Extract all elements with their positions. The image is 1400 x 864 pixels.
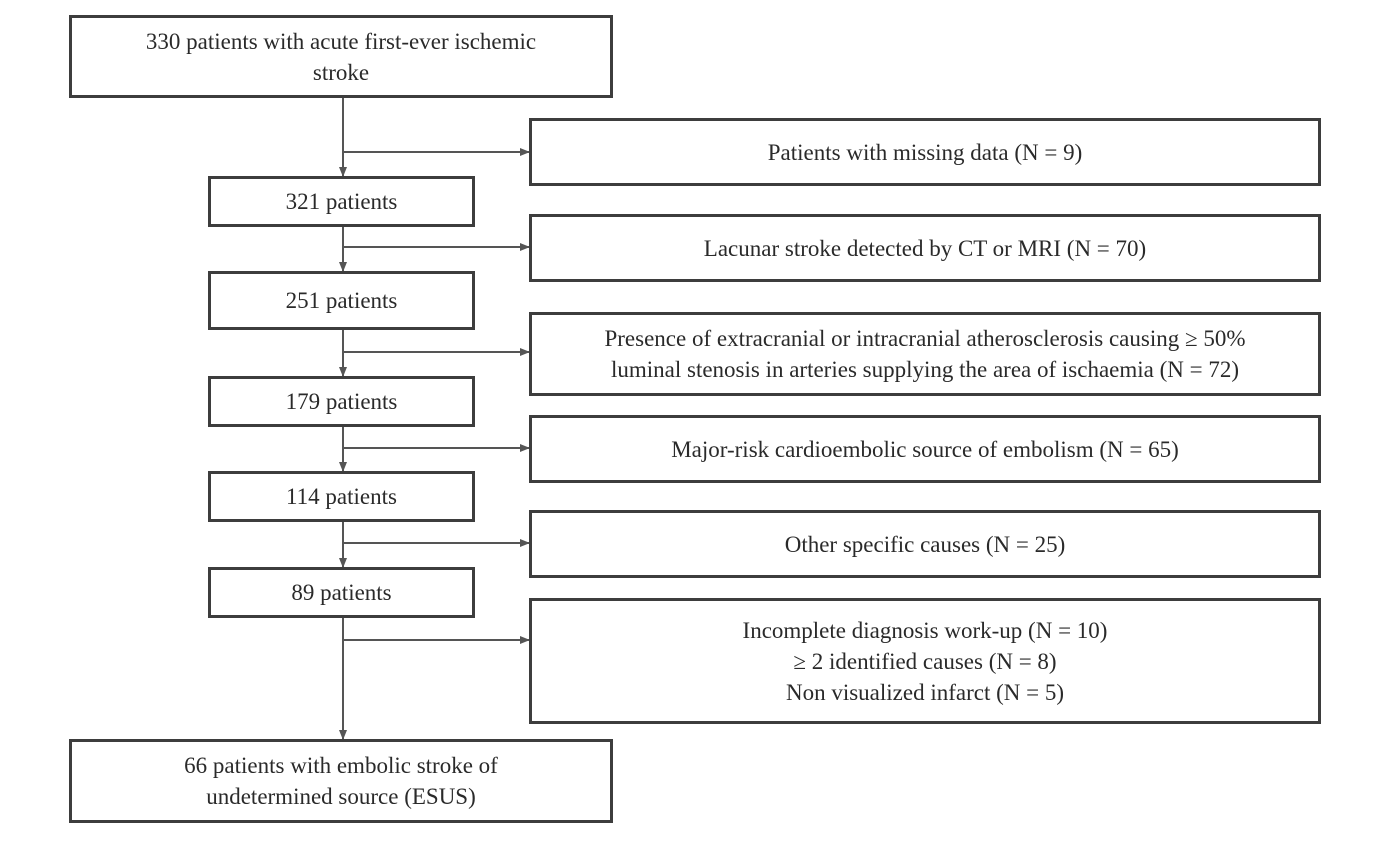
step-box-3: 179 patients: [208, 376, 475, 427]
exclusion-box-5: Other specific causes (N = 25): [529, 510, 1321, 578]
exclusion-box-3: Presence of extracranial or intracranial…: [529, 312, 1321, 396]
step-box-5: 89 patients: [208, 567, 475, 618]
exclusion-box-1: Patients with missing data (N = 9): [529, 118, 1321, 186]
exclusion-box-2: Lacunar stroke detected by CT or MRI (N …: [529, 214, 1321, 282]
exclusion-line: Major-risk cardioembolic source of embol…: [671, 436, 1179, 462]
exclusion-line: Presence of extracranial or intracranial…: [604, 326, 1246, 351]
step-box-1: 321 patients: [208, 176, 475, 227]
final-box-line-2: undetermined source (ESUS): [206, 784, 476, 809]
exclusion-line: Lacunar stroke detected by CT or MRI (N …: [703, 235, 1147, 261]
step-box-label: 89 patients: [291, 580, 392, 605]
start-box: 330 patients with acute first-ever ische…: [69, 15, 613, 98]
step-box-label: 321 patients: [285, 189, 398, 214]
start-box-line-1: 330 patients with acute first-ever ische…: [145, 28, 537, 54]
start-box-line-2: stroke: [312, 59, 370, 85]
exclusion-box-4: Major-risk cardioembolic source of embol…: [529, 415, 1321, 483]
exclusion-line: ≥ 2 identified causes (N = 8): [793, 648, 1057, 674]
exclusion-line: Non visualized infarct (N = 5): [785, 679, 1065, 705]
step-box-4: 114 patients: [208, 471, 475, 522]
final-box-line-1: 66 patients with embolic stroke of: [184, 753, 498, 778]
exclusion-box-6: Incomplete diagnosis work-up (N = 10) ≥ …: [529, 598, 1321, 724]
exclusion-line: Patients with missing data (N = 9): [767, 139, 1083, 165]
step-box-label: 251 patients: [285, 288, 398, 313]
final-box: 66 patients with embolic stroke of undet…: [69, 739, 613, 823]
step-box-label: 114 patients: [286, 484, 397, 509]
exclusion-line: Other specific causes (N = 25): [784, 531, 1066, 557]
step-box-2: 251 patients: [208, 271, 475, 330]
exclusion-line: Incomplete diagnosis work-up (N = 10): [742, 617, 1108, 643]
step-box-label: 179 patients: [285, 389, 398, 414]
exclusion-line: luminal stenosis in arteries supplying t…: [610, 357, 1240, 382]
